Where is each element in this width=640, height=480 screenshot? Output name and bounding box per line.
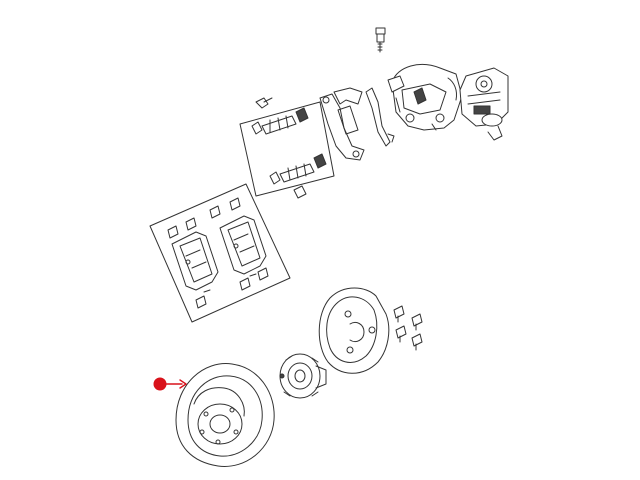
brake-pad-kit[interactable]: [149, 183, 291, 323]
brake-rotor[interactable]: [175, 363, 275, 467]
brake-caliper[interactable]: [387, 64, 463, 131]
bleeder-screw[interactable]: [375, 27, 386, 53]
part-callout-marker: [153, 377, 187, 391]
disc-shield[interactable]: [318, 287, 390, 374]
electric-parking-brake-motor[interactable]: [459, 67, 509, 141]
kit-frame: [239, 101, 335, 197]
pad-retainer-clip[interactable]: [365, 87, 395, 147]
caliper-adapter-bracket[interactable]: [319, 87, 365, 161]
kit-frame: [149, 183, 291, 323]
shield-bolts[interactable]: [393, 305, 423, 351]
hub-bearing[interactable]: [279, 353, 327, 399]
guide-pin-bolt-kit[interactable]: [239, 97, 335, 199]
